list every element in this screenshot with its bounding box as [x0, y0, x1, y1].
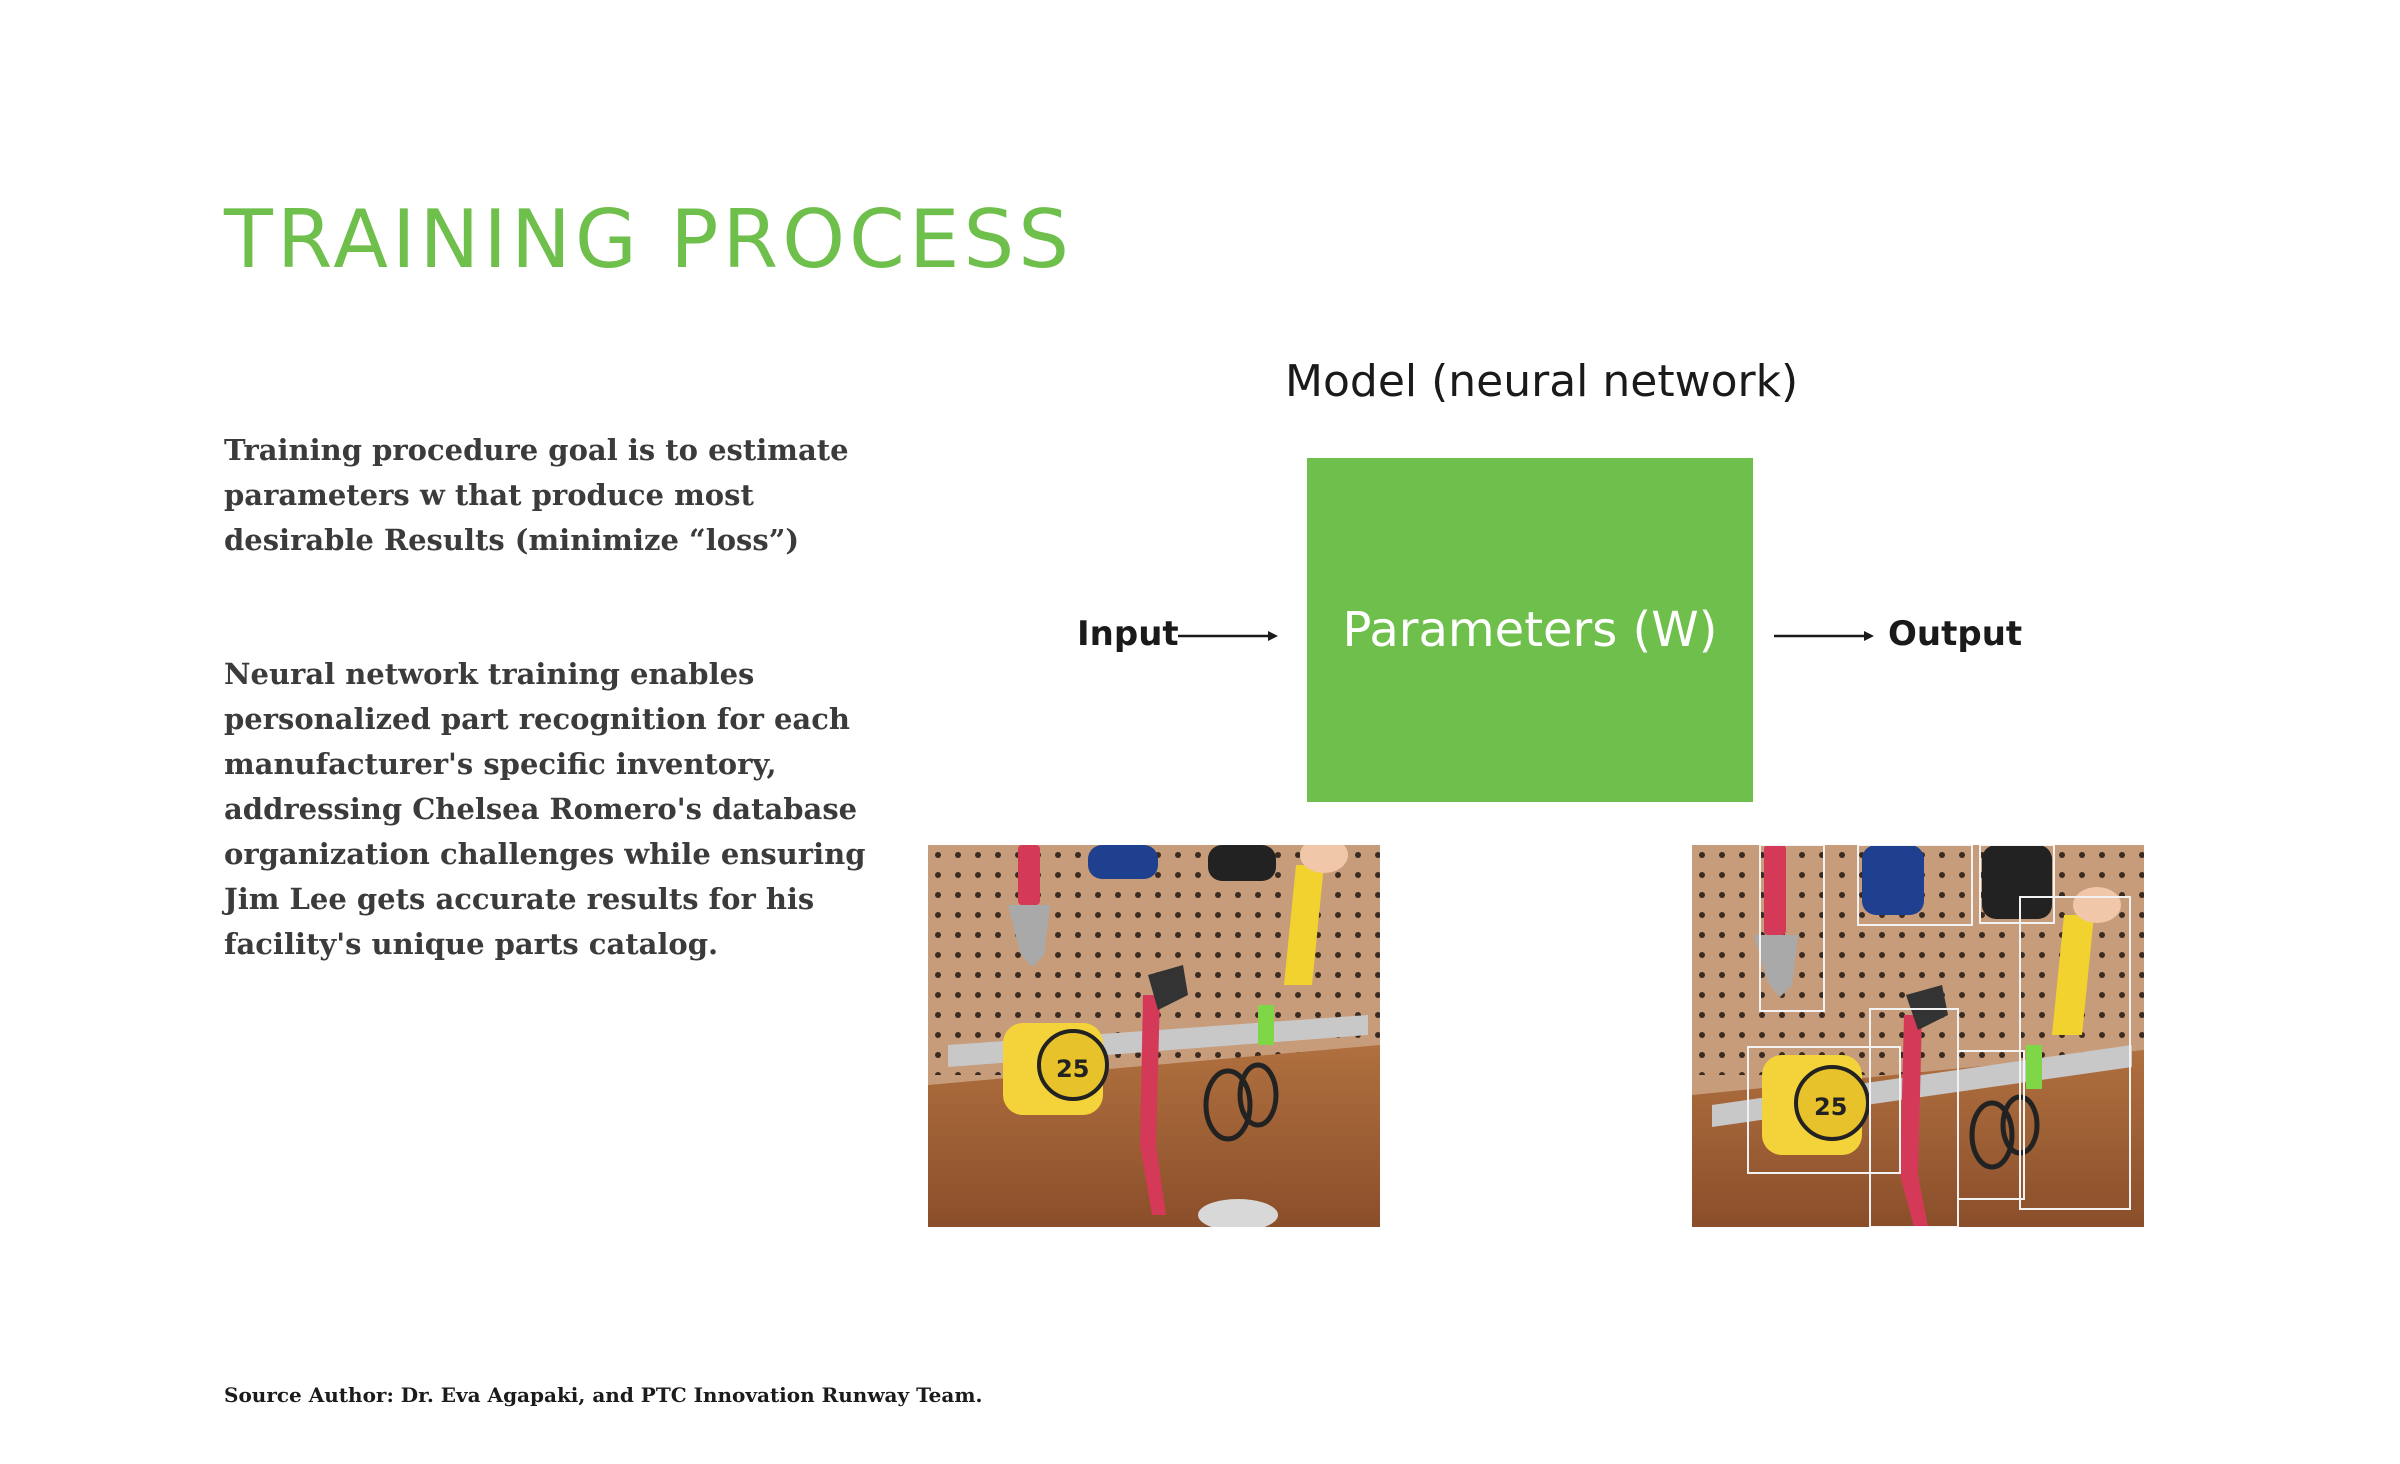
svg-text:25: 25	[1814, 1093, 1847, 1121]
training-benefit-paragraph: Neural network training enables personal…	[224, 657, 866, 961]
pegboard-tools-photo: 25	[928, 845, 1380, 1227]
parameters-label: Parameters (W)	[1342, 602, 1718, 658]
input-label: Input	[1077, 614, 1179, 654]
model-label: Model (neural network)	[1285, 356, 1799, 407]
training-goal-paragraph: Training procedure goal is to estimate p…	[224, 433, 849, 557]
input-arrow-icon	[1178, 631, 1278, 641]
svg-text:25: 25	[1056, 1055, 1089, 1083]
source-credit: Source Author: Dr. Eva Agapaki, and PTC …	[224, 1383, 983, 1407]
pegboard-tools-photo-with-detection-boxes: 25	[1692, 845, 2144, 1227]
output-arrow-icon	[1774, 631, 1874, 641]
output-label: Output	[1888, 614, 2023, 654]
slide-title: TRAINING PROCESS	[224, 193, 1073, 286]
parameters-box: Parameters (W)	[1307, 458, 1753, 802]
